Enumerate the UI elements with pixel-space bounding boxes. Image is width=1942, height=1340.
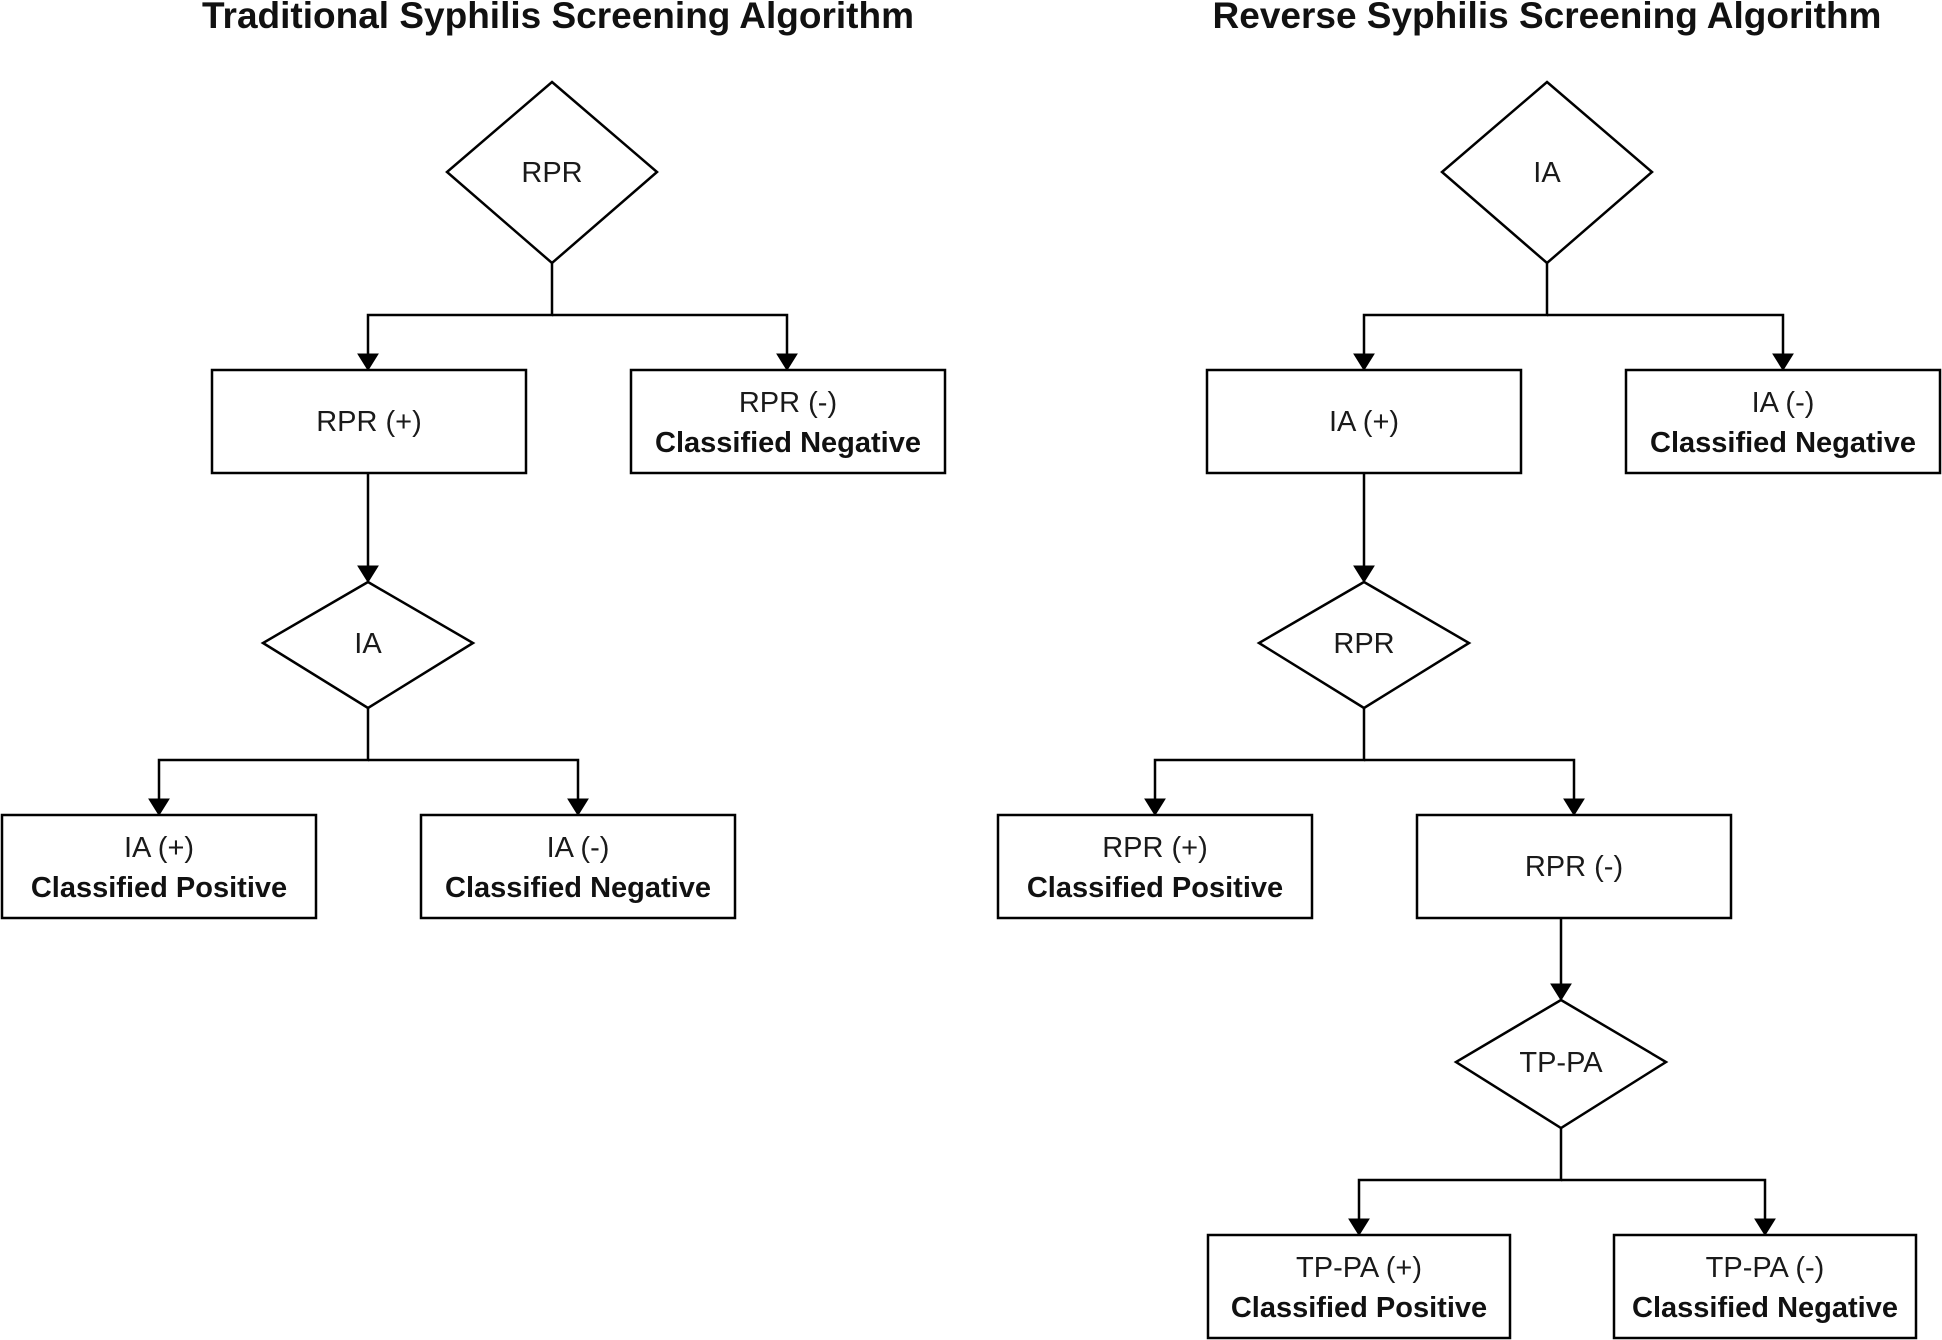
box-label-line2: Classified Negative bbox=[445, 872, 711, 904]
decision-tppa: TP-PA bbox=[1453, 998, 1669, 1130]
box-label-line1: TP-PA (-) bbox=[1706, 1252, 1825, 1284]
edge-ia-to-ia-neg bbox=[368, 758, 580, 800]
result-tppa-positive: TP-PA (+) Classified Positive bbox=[1206, 1233, 1512, 1340]
box-label-line2: Classified Negative bbox=[1650, 427, 1916, 459]
decision-label: RPR bbox=[1333, 628, 1394, 660]
box-label: RPR (-) bbox=[1525, 851, 1623, 883]
result-rpr-negative: RPR (-) Classified Negative bbox=[629, 368, 947, 475]
decision-label: TP-PA bbox=[1519, 1047, 1603, 1079]
box-label: IA (+) bbox=[1329, 406, 1399, 438]
arrowhead bbox=[1353, 565, 1375, 583]
edge-rpr-to-rpr-pos bbox=[1153, 708, 1366, 800]
arrowhead bbox=[1772, 353, 1794, 371]
edge-tppa-to-tppa-neg bbox=[1561, 1178, 1767, 1220]
process-rpr-negative: RPR (-) bbox=[1415, 813, 1733, 920]
box-label-line1: IA (+) bbox=[124, 832, 194, 864]
box-label-line1: RPR (-) bbox=[739, 387, 837, 419]
decision-label: IA bbox=[1533, 157, 1561, 189]
arrowhead bbox=[1353, 353, 1375, 371]
arrowhead bbox=[1348, 1218, 1370, 1236]
arrowhead bbox=[567, 798, 589, 816]
edge-ia-to-ia-pos bbox=[1362, 263, 1549, 355]
arrowhead bbox=[776, 353, 798, 371]
arrowhead bbox=[1754, 1218, 1776, 1236]
reverse-title: Reverse Syphilis Screening Algorithm bbox=[1213, 0, 1882, 36]
result-ia-positive: IA (+) Classified Positive bbox=[0, 813, 318, 920]
decision-ia: IA bbox=[260, 580, 476, 710]
box-label: RPR (+) bbox=[316, 406, 422, 438]
arrowhead bbox=[357, 565, 379, 583]
box-label-line2: Classified Positive bbox=[31, 872, 287, 904]
edge-tppa-to-tppa-pos bbox=[1357, 1128, 1563, 1220]
box-label-line1: RPR (+) bbox=[1102, 832, 1208, 864]
traditional-title: Traditional Syphilis Screening Algorithm bbox=[202, 0, 914, 36]
arrowhead bbox=[148, 798, 170, 816]
edge-rpr-to-rpr-neg bbox=[1364, 758, 1576, 800]
arrowhead bbox=[357, 353, 379, 371]
box-label-line1: TP-PA (+) bbox=[1296, 1252, 1422, 1284]
decision-label: IA bbox=[354, 628, 382, 660]
result-ia-negative: IA (-) Classified Negative bbox=[1624, 368, 1942, 475]
box-label-line2: Classified Negative bbox=[1632, 1292, 1898, 1324]
box-label-line1: IA (-) bbox=[547, 832, 610, 864]
arrowhead bbox=[1144, 798, 1166, 816]
edge-ia-to-ia-pos bbox=[157, 708, 370, 800]
arrowhead bbox=[1550, 983, 1572, 1001]
result-tppa-negative: TP-PA (-) Classified Negative bbox=[1612, 1233, 1918, 1340]
arrowhead bbox=[1563, 798, 1585, 816]
reverse-flow: IA IA (+) IA (-) Classified Negative RPR… bbox=[996, 80, 1942, 1340]
edge-rpr-to-rpr-neg bbox=[552, 313, 789, 355]
box-label-line2: Classified Positive bbox=[1027, 872, 1283, 904]
box-label-line1: IA (-) bbox=[1752, 387, 1815, 419]
result-ia-negative: IA (-) Classified Negative bbox=[419, 813, 737, 920]
decision-label: RPR bbox=[521, 157, 582, 189]
process-rpr-positive: RPR (+) bbox=[210, 368, 528, 475]
decision-rpr: RPR bbox=[1256, 580, 1472, 710]
decision-rpr: RPR bbox=[445, 80, 659, 265]
edge-rpr-to-rpr-pos bbox=[366, 263, 554, 355]
box-label-line2: Classified Negative bbox=[655, 427, 921, 459]
result-rpr-positive: RPR (+) Classified Positive bbox=[996, 813, 1314, 920]
box-label-line2: Classified Positive bbox=[1231, 1292, 1487, 1324]
edge-ia-to-ia-neg bbox=[1547, 313, 1785, 355]
process-ia-positive: IA (+) bbox=[1205, 368, 1523, 475]
decision-ia: IA bbox=[1440, 80, 1654, 265]
traditional-flow: RPR RPR (+) RPR (-) Classified Negative … bbox=[0, 80, 947, 920]
